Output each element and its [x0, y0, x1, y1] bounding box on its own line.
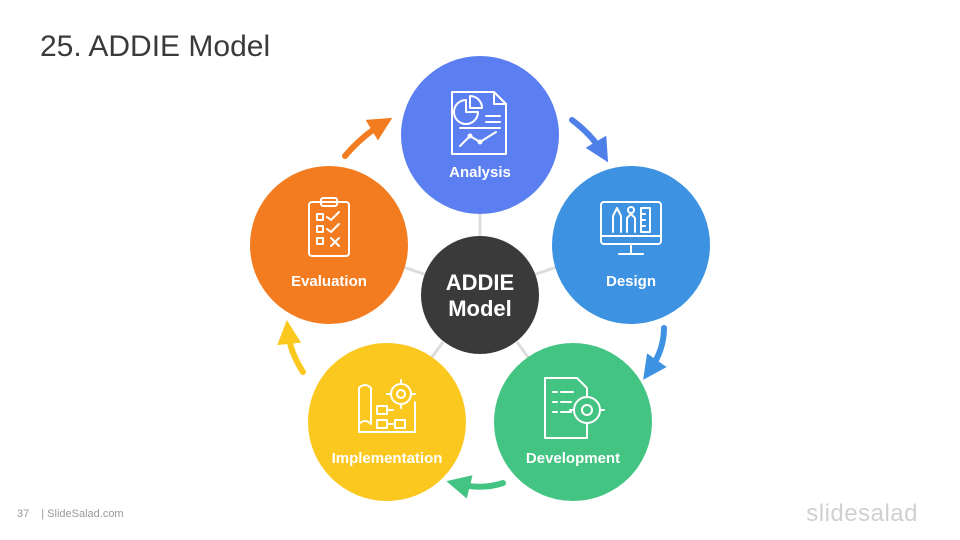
slide-footer: 37 | SlideSalad.com	[17, 508, 124, 520]
stage-analysis[interactable]: Analysis	[401, 56, 559, 214]
analysis-circle	[401, 56, 559, 214]
arrow-development-to-implementation	[446, 475, 506, 499]
connector-development	[515, 341, 532, 361]
development-circle	[494, 343, 652, 501]
connector-implementation	[428, 341, 445, 361]
center-circle	[421, 236, 539, 354]
arrow-design-to-development	[643, 325, 667, 380]
arrow-evaluation-to-analysis	[342, 117, 393, 159]
design-monitor-icon	[600, 201, 662, 255]
stage-evaluation[interactable]: Evaluation	[250, 166, 408, 324]
development-gear-document-icon	[544, 377, 605, 439]
development-label: Development	[526, 450, 620, 467]
center-label-line2: Model	[448, 296, 512, 321]
arrow-implementation-to-evaluation	[277, 320, 306, 375]
analysis-report-icon	[451, 91, 507, 155]
implementation-label: Implementation	[332, 450, 443, 467]
cycle-arrows	[277, 117, 667, 499]
slide-title: 25. ADDIE Model	[40, 30, 271, 63]
stage-implementation[interactable]: Implementation	[308, 343, 466, 501]
center-label-line1: ADDIE	[446, 270, 514, 295]
page-number: 37	[17, 508, 30, 520]
evaluation-circle	[250, 166, 408, 324]
brand-logo: slidesalad	[806, 500, 918, 527]
analysis-label: Analysis	[449, 164, 511, 181]
center-node: ADDIE Model	[421, 236, 539, 354]
implementation-blueprint-icon	[358, 379, 416, 433]
stage-design[interactable]: Design	[552, 166, 710, 324]
stage-development[interactable]: Development	[494, 343, 652, 501]
arrow-analysis-to-design	[569, 117, 609, 163]
evaluation-label: Evaluation	[291, 273, 367, 290]
design-label: Design	[606, 273, 656, 290]
evaluation-checklist-icon	[308, 197, 350, 257]
footer-source[interactable]: | SlideSalad.com	[41, 508, 124, 520]
